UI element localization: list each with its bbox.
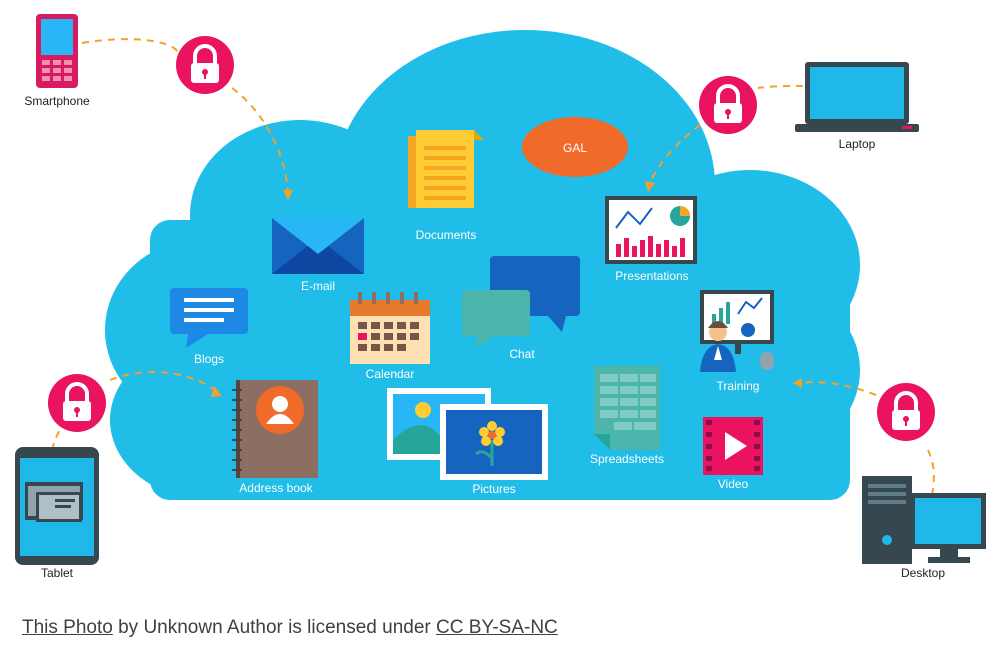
cloud-diagram — [15, 14, 986, 565]
pictures-label: Pictures — [472, 482, 516, 496]
smartphone-icon — [36, 14, 78, 88]
tablet-label: Tablet — [40, 566, 74, 580]
video-icon — [703, 417, 763, 475]
photo-link[interactable]: This Photo — [22, 617, 113, 638]
chat-label: Chat — [509, 347, 535, 361]
address-book-label: Address book — [239, 481, 313, 495]
lock-icon — [176, 36, 234, 94]
presentation-icon — [605, 196, 697, 264]
laptop-label: Laptop — [838, 137, 876, 151]
picture-icon — [387, 388, 548, 480]
lock-icon — [877, 383, 935, 441]
laptop-icon — [795, 62, 919, 132]
spreadsheet-icon — [594, 366, 660, 450]
training-icon — [700, 290, 774, 372]
documents-label: Documents — [415, 228, 477, 242]
training-label: Training — [716, 379, 760, 393]
presentations-label: Presentations — [615, 269, 689, 283]
address-book-icon — [232, 380, 318, 478]
email-label: E-mail — [300, 279, 336, 293]
desktop-label: Desktop — [900, 566, 946, 580]
calendar-label: Calendar — [365, 367, 415, 381]
gal-label: GAL — [562, 141, 588, 155]
blogs-label: Blogs — [193, 352, 225, 366]
gal-ellipse — [522, 117, 628, 177]
envelope-icon — [272, 218, 364, 274]
blog-icon — [170, 288, 248, 348]
smartphone-label: Smartphone — [24, 94, 90, 108]
video-label: Video — [717, 477, 749, 491]
desktop-icon — [862, 476, 986, 564]
spreadsheets-label: Spreadsheets — [589, 452, 665, 466]
tablet-icon — [15, 447, 99, 565]
document-icon — [408, 130, 484, 208]
chat-icon — [462, 256, 580, 348]
caption-middle-text: by Unknown Author is licensed under — [112, 617, 437, 638]
attribution-caption: This Photo by Unknown Author is licensed… — [22, 617, 558, 639]
arrow-heads — [211, 181, 802, 397]
calendar-icon — [350, 292, 430, 364]
license-link[interactable]: CC BY-SA-NC — [436, 617, 558, 638]
lock-icon — [699, 76, 757, 134]
lock-icon — [48, 374, 106, 432]
